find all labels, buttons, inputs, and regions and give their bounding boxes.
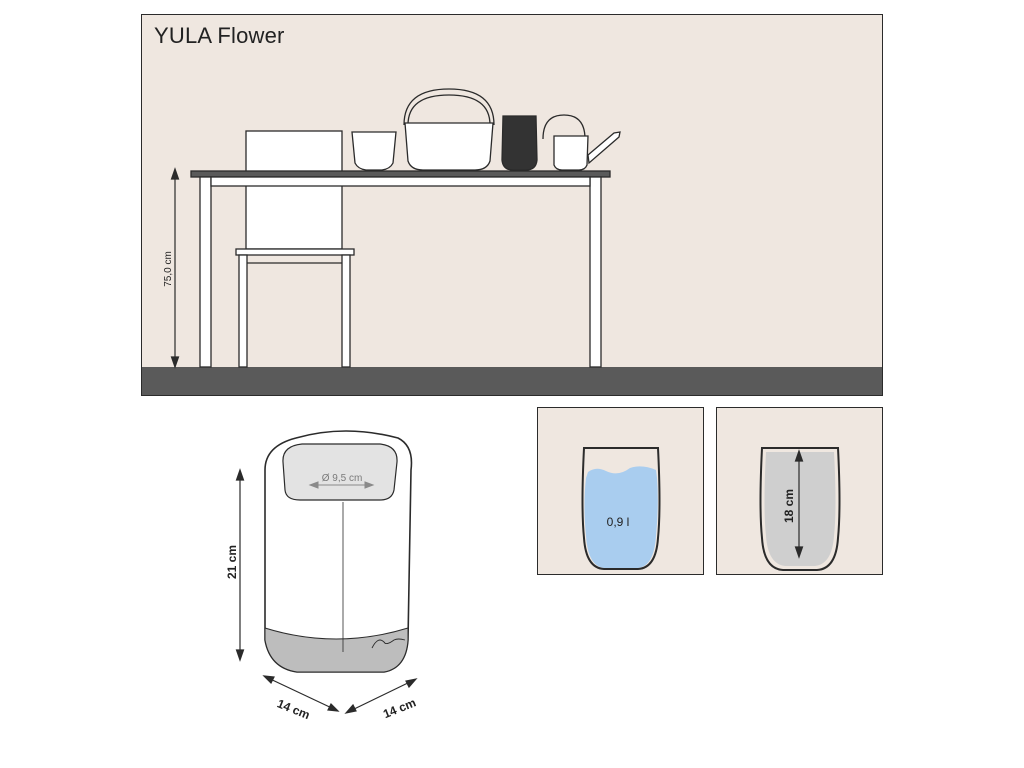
soil-depth-label: 18 cm <box>782 489 796 523</box>
pot-depth-dimension <box>344 678 418 714</box>
table-height-dimension <box>170 167 180 369</box>
product-title: YULA Flower <box>154 23 285 48</box>
chair <box>235 130 355 368</box>
pot-height-label: 21 cm <box>225 545 239 579</box>
pot-width-dimension <box>262 675 340 712</box>
room-scene-panel: YULA Flower 75,0 cm <box>141 14 883 396</box>
pot-height-dimension <box>235 468 245 662</box>
water-fill <box>584 466 658 568</box>
room-illustration: 75,0 cm <box>142 88 882 395</box>
soil-depth-illustration: 18 cm <box>759 447 841 571</box>
opening-diameter-label: Ø 9,5 cm <box>322 473 363 484</box>
water-volume-label: 0,9 l <box>607 515 630 529</box>
dark-pot <box>501 115 538 171</box>
table-height-label: 75,0 cm <box>163 251 174 287</box>
pot-profile-outline <box>759 447 841 571</box>
opening-diameter-dimension <box>308 481 375 489</box>
watering-can <box>542 114 621 171</box>
floor <box>142 367 882 395</box>
table <box>190 170 611 368</box>
water-capacity-illustration: 0,9 l <box>581 447 661 570</box>
basket-planter <box>403 88 495 171</box>
small-pot <box>351 131 397 171</box>
pot-width-label: 14 cm <box>275 696 312 722</box>
soil-fill <box>764 452 836 566</box>
pot-rim-opening <box>282 443 398 501</box>
brand-signature-logo <box>371 638 406 649</box>
water-capacity-panel: 0,9 l <box>537 407 704 575</box>
soil-depth-dimension <box>794 449 804 559</box>
pot-profile-outline <box>581 447 661 570</box>
soil-depth-panel: 18 cm <box>716 407 883 575</box>
pot-depth-label: 14 cm <box>381 695 418 721</box>
pot-reservoir-band <box>264 627 409 673</box>
